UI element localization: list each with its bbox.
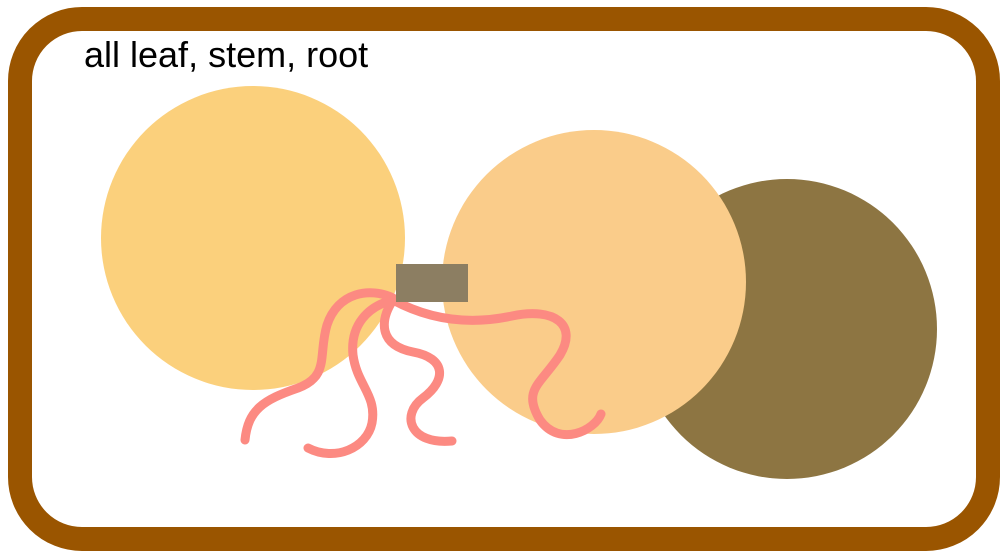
stem-block (396, 264, 468, 302)
leaf-circle-right (442, 130, 746, 434)
leaf-circle-left (101, 86, 405, 390)
diagram-caption: all leaf, stem, root (84, 34, 368, 76)
